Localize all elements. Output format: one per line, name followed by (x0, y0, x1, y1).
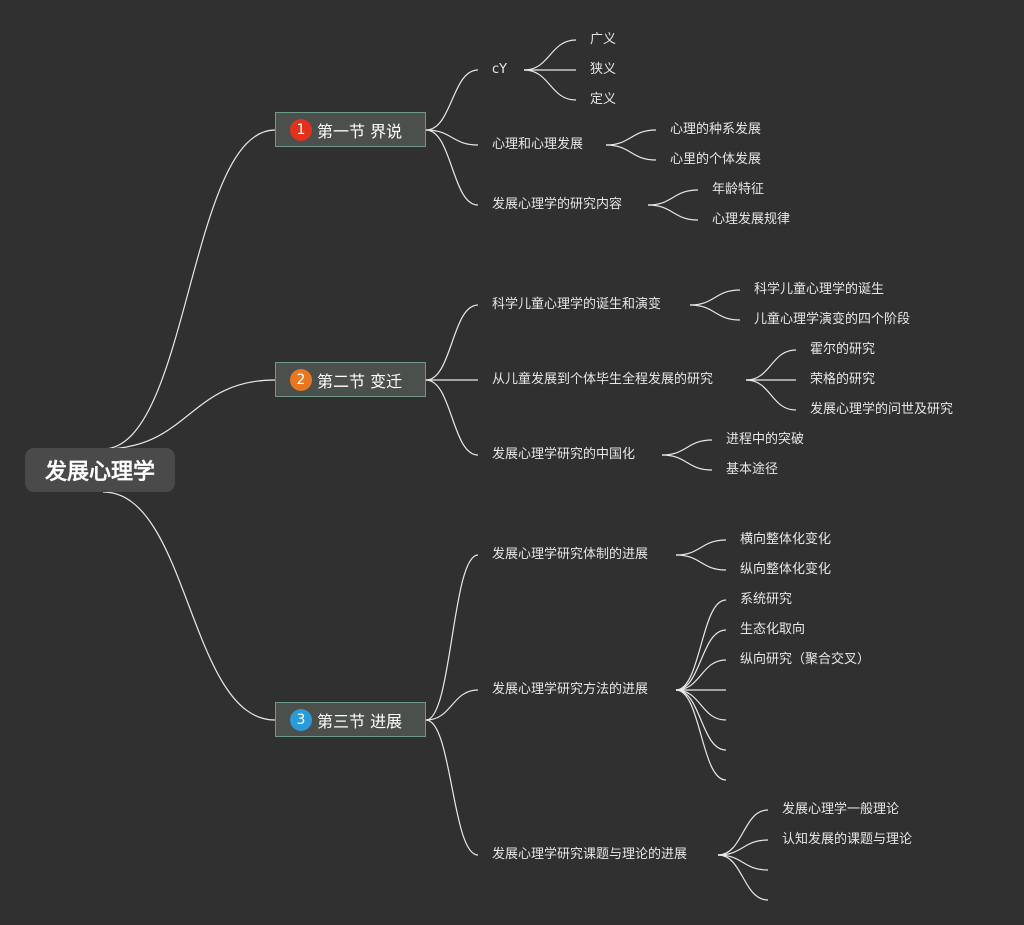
badge-1-icon: 1 (290, 118, 312, 141)
subtopic-3-3-4-line (717, 854, 769, 901)
subtopic-3-3-1-line (717, 809, 769, 856)
subtopic-3-2-2[interactable]: 生态化取向 (740, 622, 806, 637)
root-topic[interactable]: 发展心理学 (25, 448, 175, 492)
subtopic-1-3-2[interactable]: 心理发展规律 (712, 212, 791, 227)
subtopic-2-2-1-line (745, 349, 797, 381)
section-2-label: 第二节 变迁 (317, 371, 403, 391)
subtopic-2-2-1[interactable]: 霍尔的研究 (810, 342, 876, 357)
subtopic-3-1-2-line (675, 554, 727, 571)
subtopic-3-3-1[interactable]: 发展心理学一般理论 (782, 802, 900, 817)
subtopic-1-1-2[interactable]: 狭义 (590, 62, 617, 77)
subtopic-1-2-1[interactable]: 心理的种系发展 (670, 122, 762, 137)
subtopic-3-3-2[interactable]: 认知发展的课题与理论 (782, 832, 913, 847)
subtopic-1-1-3[interactable]: 定义 (590, 92, 617, 107)
section-3[interactable]: 3 第三节 进展 (275, 702, 426, 737)
subtopic-1-1-1-line (523, 39, 577, 71)
subtopic-3-3-2-line (717, 839, 769, 856)
subtopic-2-1-2[interactable]: 儿童心理学演变的四个阶段 (754, 312, 911, 327)
section-2[interactable]: 2 第二节 变迁 (275, 362, 426, 397)
subtopic-1-1-3-line (523, 69, 577, 101)
topic-2-2[interactable]: 从儿童发展到个体毕生全程发展的研究 (492, 372, 714, 387)
subtopic-2-2-3[interactable]: 发展心理学的问世及研究 (810, 402, 954, 417)
badge-3-icon: 3 (290, 708, 312, 731)
subtopic-3-2-3[interactable]: 纵向研究（聚合交叉） (740, 652, 871, 667)
badge-2-icon: 2 (290, 368, 312, 391)
topic-1-2[interactable]: 心理和心理发展 (492, 137, 584, 152)
topic-1-3[interactable]: 发展心理学的研究内容 (492, 197, 623, 212)
topic-1-1[interactable]: cY (492, 62, 508, 77)
section-1-branch-1-line (425, 69, 479, 131)
topic-3-3[interactable]: 发展心理学研究课题与理论的进展 (492, 847, 688, 862)
section-3-branch-1-line (425, 554, 479, 721)
subtopic-2-3-2-line (661, 454, 713, 471)
section-1-branch-2-line (425, 129, 479, 146)
subtopic-2-2-3-line (745, 379, 797, 411)
subtopic-3-1-1-line (675, 539, 727, 556)
subtopic-1-3-2-line (647, 204, 699, 221)
subtopic-2-3-1[interactable]: 进程中的突破 (726, 432, 805, 447)
subtopic-2-1-1-line (689, 289, 741, 306)
subtopic-1-1-1[interactable]: 广义 (590, 32, 617, 47)
subtopic-3-1-1[interactable]: 横向整体化变化 (740, 532, 832, 547)
topic-2-3[interactable]: 发展心理学研究的中国化 (492, 447, 636, 462)
subtopic-3-2-3-line (675, 659, 727, 691)
section-2-branch-3-line (425, 379, 479, 456)
section-1-label: 第一节 界说 (317, 121, 403, 141)
subtopic-1-2-1-line (605, 129, 657, 146)
subtopic-3-1-2[interactable]: 纵向整体化变化 (740, 562, 832, 577)
subtopic-1-2-2-line (605, 144, 657, 161)
section-1-branch-3-line (425, 129, 479, 206)
root-to-section-3-line (102, 491, 276, 721)
section-3-branch-3-line (425, 719, 479, 856)
root-to-section-1-line (102, 129, 276, 450)
subtopic-3-2-5-line (675, 689, 727, 721)
subtopic-1-3-1[interactable]: 年龄特征 (712, 182, 765, 197)
topic-2-1[interactable]: 科学儿童心理学的诞生和演变 (492, 297, 662, 312)
section-1[interactable]: 1 第一节 界说 (275, 112, 426, 147)
topic-3-2[interactable]: 发展心理学研究方法的进展 (492, 682, 649, 697)
root-to-section-2-line (102, 379, 276, 450)
subtopic-3-2-2-line (675, 629, 727, 691)
topic-3-1[interactable]: 发展心理学研究体制的进展 (492, 547, 649, 562)
subtopic-2-1-1[interactable]: 科学儿童心理学的诞生 (754, 282, 885, 297)
subtopic-3-2-6-line (675, 689, 727, 751)
subtopic-2-2-2[interactable]: 荣格的研究 (810, 372, 876, 387)
subtopic-3-2-1-line (675, 599, 727, 691)
subtopic-2-3-2[interactable]: 基本途径 (726, 462, 779, 477)
subtopic-3-3-3-line (717, 854, 769, 871)
subtopic-2-1-2-line (689, 304, 741, 321)
section-3-label: 第三节 进展 (317, 711, 403, 731)
subtopic-3-2-7-line (675, 689, 727, 781)
subtopic-2-3-1-line (661, 439, 713, 456)
subtopic-1-2-2[interactable]: 心里的个体发展 (670, 152, 762, 167)
subtopic-3-2-1[interactable]: 系统研究 (740, 592, 793, 607)
section-2-branch-1-line (425, 304, 479, 381)
section-3-branch-2-line (425, 689, 479, 721)
subtopic-1-3-1-line (647, 189, 699, 206)
